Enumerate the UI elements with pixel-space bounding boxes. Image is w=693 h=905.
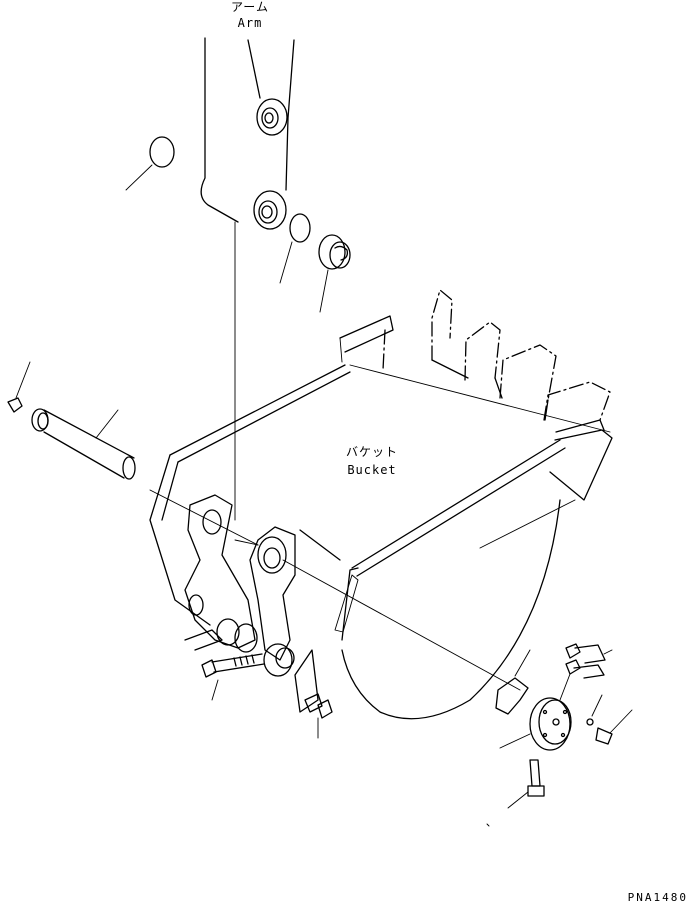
bucket-link-right [149,489,296,677]
nuts-right [559,643,613,701]
small-bolt-right [586,694,633,745]
leader-tick [486,823,490,827]
figure-code: PNA1480 [628,891,688,904]
flange-plate-right [499,697,572,751]
lower-bolt [184,629,265,701]
spacer-plate-and-nut [294,649,333,739]
shim-disc-middle [279,213,311,284]
bucket-assembly [149,289,613,720]
bucket-pin [7,361,136,480]
bucket-link-left [184,494,258,653]
arm-label-jp: アーム [231,0,269,14]
seal-ring [318,234,351,313]
vertical-bolt-right [507,759,545,809]
shim-disc-upper-left [125,136,175,191]
bucket-label-jp: バケット [346,445,398,459]
bucket-label-en: Bucket [347,463,396,477]
arm-label-en: Arm [238,16,263,30]
shim-plate-right [495,649,531,715]
arm-assembly [200,37,295,521]
